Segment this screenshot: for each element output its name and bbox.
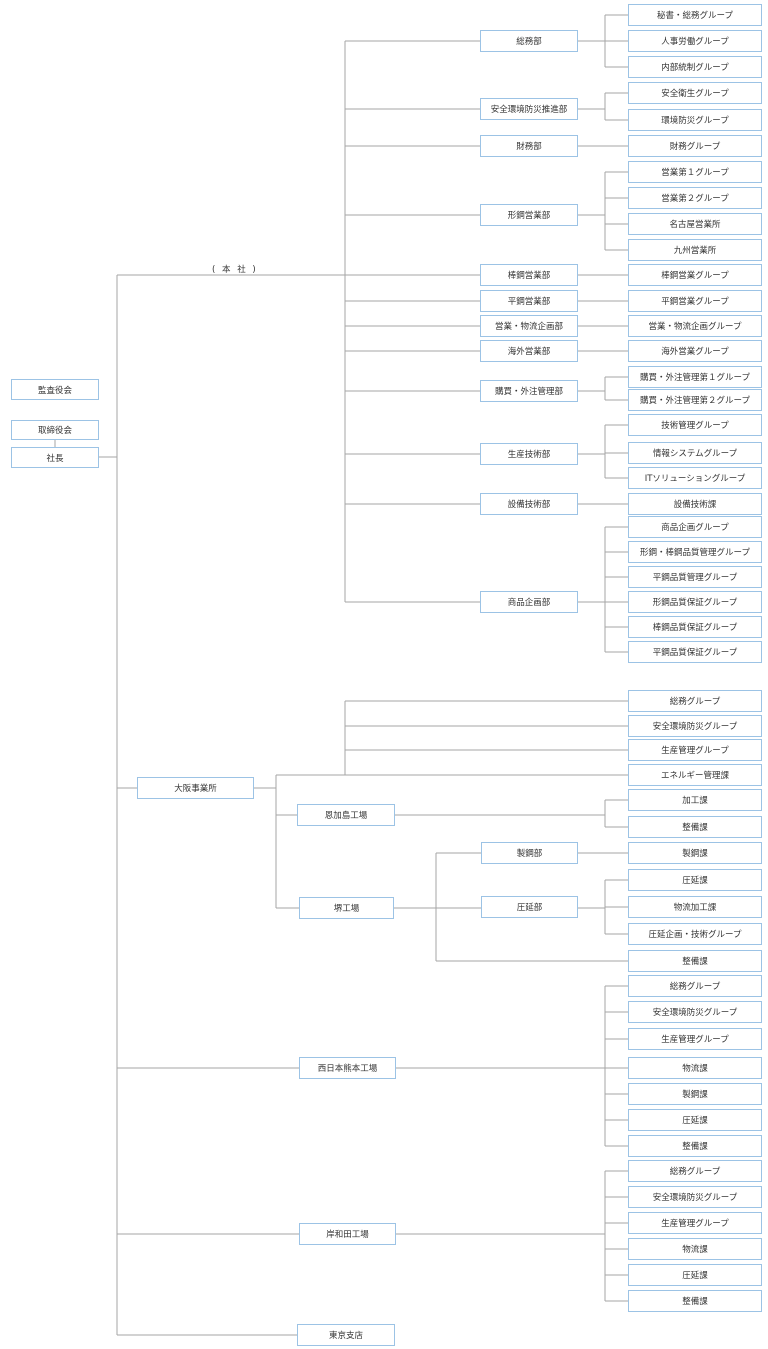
group-box: 営業・物流企画グループ: [628, 315, 762, 337]
osaka-office-box: 大阪事業所: [137, 777, 254, 799]
department-box: 設備技術部: [480, 493, 578, 515]
section-box: 物流課: [628, 1057, 762, 1079]
section-box: 物流課: [628, 1238, 762, 1260]
group-box: ITソリューショングループ: [628, 467, 762, 489]
group-box: 棒鋼品質保証グループ: [628, 616, 762, 638]
section-box: 安全環境防災グループ: [628, 1186, 762, 1208]
department-box: 形鋼営業部: [480, 204, 578, 226]
group-box: 安全環境防災グループ: [628, 715, 762, 737]
group-box: 購買・外注管理第１グループ: [628, 366, 762, 388]
department-box: 棒鋼営業部: [480, 264, 578, 286]
group-box: 設備技術課: [628, 493, 762, 515]
group-box: 財務グループ: [628, 135, 762, 157]
group-box: 形鋼品質保証グループ: [628, 591, 762, 613]
department-box: 安全環境防災推進部: [480, 98, 578, 120]
president-box: 社長: [11, 447, 99, 468]
group-box: 総務グループ: [628, 690, 762, 712]
factory-box: 恩加島工場: [297, 804, 395, 826]
group-box: 九州営業所: [628, 239, 762, 261]
section-box: 総務グループ: [628, 1160, 762, 1182]
section-box: 整備課: [628, 950, 762, 972]
group-box: 情報システムグループ: [628, 442, 762, 464]
group-box: 平鋼営業グループ: [628, 290, 762, 312]
section-box: 整備課: [628, 816, 762, 838]
section-box: 物流加工課: [628, 896, 762, 918]
group-box: 平鋼品質管理グループ: [628, 566, 762, 588]
section-box: 圧延課: [628, 1264, 762, 1286]
audit-board-box: 監査役会: [11, 379, 99, 400]
section-box: 生産管理グループ: [628, 1028, 762, 1050]
group-box: 人事労働グループ: [628, 30, 762, 52]
department-box: 圧延部: [481, 896, 578, 918]
group-box: エネルギー管理課: [628, 764, 762, 786]
board-of-directors-box: 取締役会: [11, 420, 99, 440]
department-box: 商品企画部: [480, 591, 578, 613]
branch-box: 東京支店: [297, 1324, 395, 1346]
section-box: 整備課: [628, 1290, 762, 1312]
section-box: 安全環境防災グループ: [628, 1001, 762, 1023]
group-box: 内部統制グループ: [628, 56, 762, 78]
department-box: 総務部: [480, 30, 578, 52]
head-office-label: ( 本 社 ): [212, 265, 258, 275]
department-box: 購買・外注管理部: [480, 380, 578, 402]
section-box: 整備課: [628, 1135, 762, 1157]
group-box: 技術管理グループ: [628, 414, 762, 436]
group-box: 営業第１グループ: [628, 161, 762, 183]
section-box: 生産管理グループ: [628, 1212, 762, 1234]
group-box: 営業第２グループ: [628, 187, 762, 209]
section-box: 圧延課: [628, 869, 762, 891]
section-box: 加工課: [628, 789, 762, 811]
group-box: 秘書・総務グループ: [628, 4, 762, 26]
group-box: 名古屋営業所: [628, 213, 762, 235]
group-box: 商品企画グループ: [628, 516, 762, 538]
factory-box: 西日本熊本工場: [299, 1057, 396, 1079]
department-box: 海外営業部: [480, 340, 578, 362]
group-box: 購買・外注管理第２グループ: [628, 389, 762, 411]
group-box: 棒鋼営業グループ: [628, 264, 762, 286]
section-box: 圧延企画・技術グループ: [628, 923, 762, 945]
group-box: 生産管理グループ: [628, 739, 762, 761]
department-box: 営業・物流企画部: [480, 315, 578, 337]
group-box: 形鋼・棒鋼品質管理グループ: [628, 541, 762, 563]
group-box: 安全衛生グループ: [628, 82, 762, 104]
factory-box: 岸和田工場: [299, 1223, 396, 1245]
section-box: 総務グループ: [628, 975, 762, 997]
section-box: 製鋼課: [628, 842, 762, 864]
section-box: 製鋼課: [628, 1083, 762, 1105]
department-box: 財務部: [480, 135, 578, 157]
group-box: 平鋼品質保証グループ: [628, 641, 762, 663]
group-box: 海外営業グループ: [628, 340, 762, 362]
department-box: 平鋼営業部: [480, 290, 578, 312]
department-box: 生産技術部: [480, 443, 578, 465]
department-box: 製鋼部: [481, 842, 578, 864]
group-box: 環境防災グループ: [628, 109, 762, 131]
section-box: 圧延課: [628, 1109, 762, 1131]
factory-box: 堺工場: [299, 897, 394, 919]
